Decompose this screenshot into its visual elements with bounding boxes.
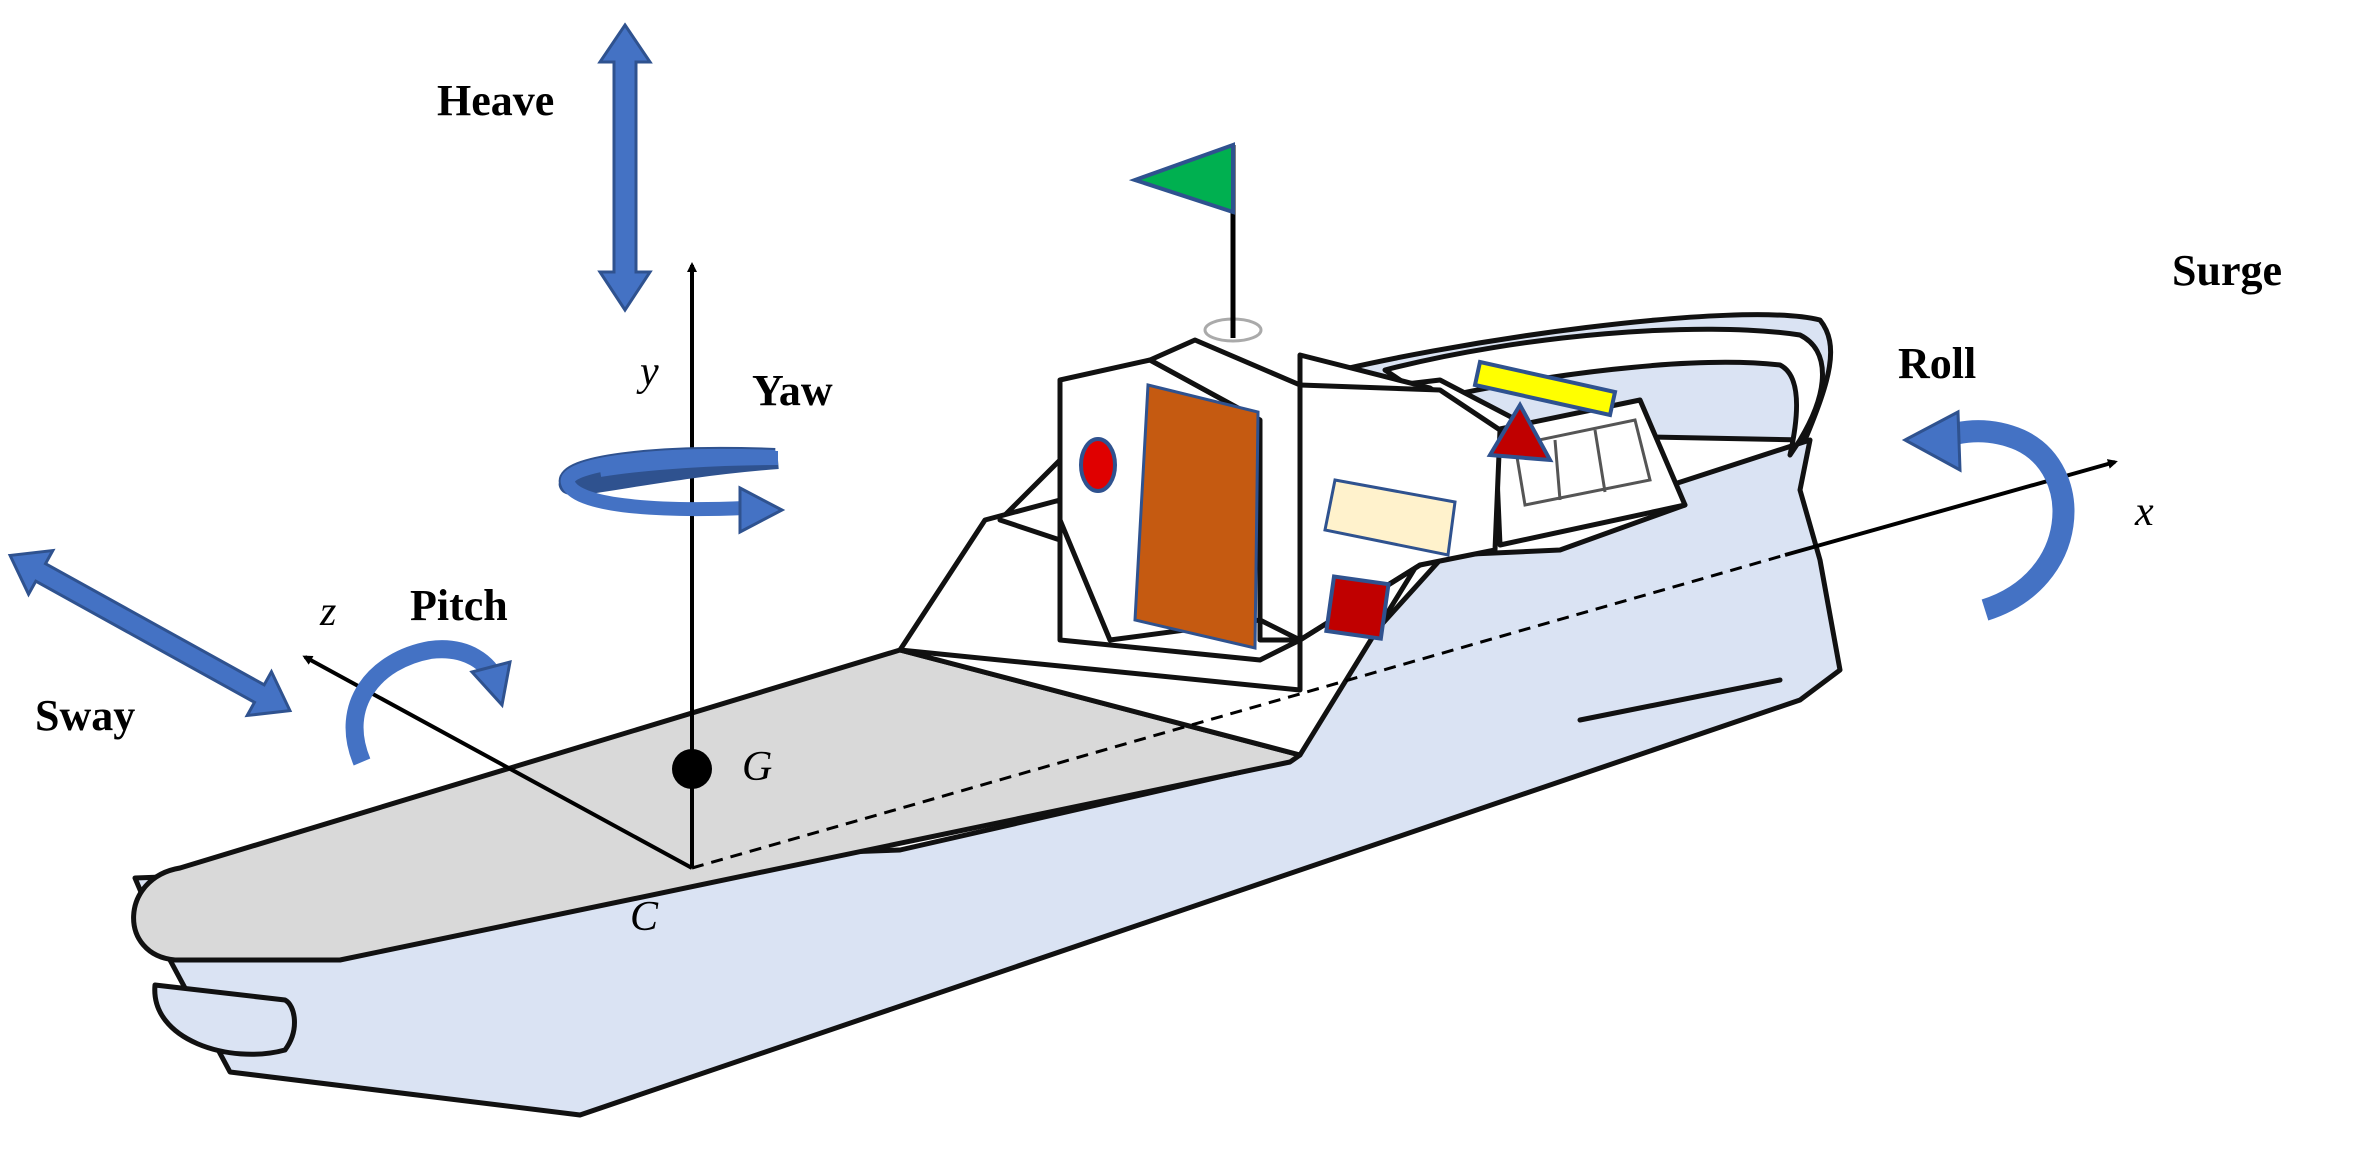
pitch-arrow bbox=[345, 640, 512, 766]
yaw-arrow bbox=[558, 446, 786, 535]
sway-arrow bbox=[7, 548, 293, 718]
origin-label: C bbox=[630, 894, 659, 940]
cabin-door bbox=[1133, 383, 1260, 650]
roll-arrow bbox=[1901, 409, 2075, 621]
roll-label: Roll bbox=[1898, 339, 1976, 388]
y-axis-label: y bbox=[636, 349, 659, 395]
flag-icon bbox=[1128, 142, 1235, 215]
gravity-center-dot bbox=[672, 749, 712, 789]
x-axis-label: x bbox=[2134, 489, 2154, 535]
centerline-dashed bbox=[691, 553, 1786, 870]
heave-label: Heave bbox=[437, 76, 554, 125]
beacon-triangle bbox=[1486, 400, 1554, 463]
cabin-window bbox=[1323, 478, 1457, 557]
radar-icon bbox=[1472, 359, 1618, 418]
red-hatch bbox=[1324, 574, 1391, 641]
heave-arrow bbox=[597, 22, 653, 313]
porthole bbox=[1079, 437, 1117, 493]
ship-hull bbox=[131, 312, 1843, 1118]
surge-label: Surge bbox=[2172, 246, 2282, 295]
sway-label: Sway bbox=[35, 691, 135, 740]
yaw-label: Yaw bbox=[752, 366, 833, 415]
gravity-center-label: G bbox=[742, 744, 772, 790]
pitch-label: Pitch bbox=[410, 581, 508, 630]
z-axis-label: z bbox=[319, 589, 336, 635]
